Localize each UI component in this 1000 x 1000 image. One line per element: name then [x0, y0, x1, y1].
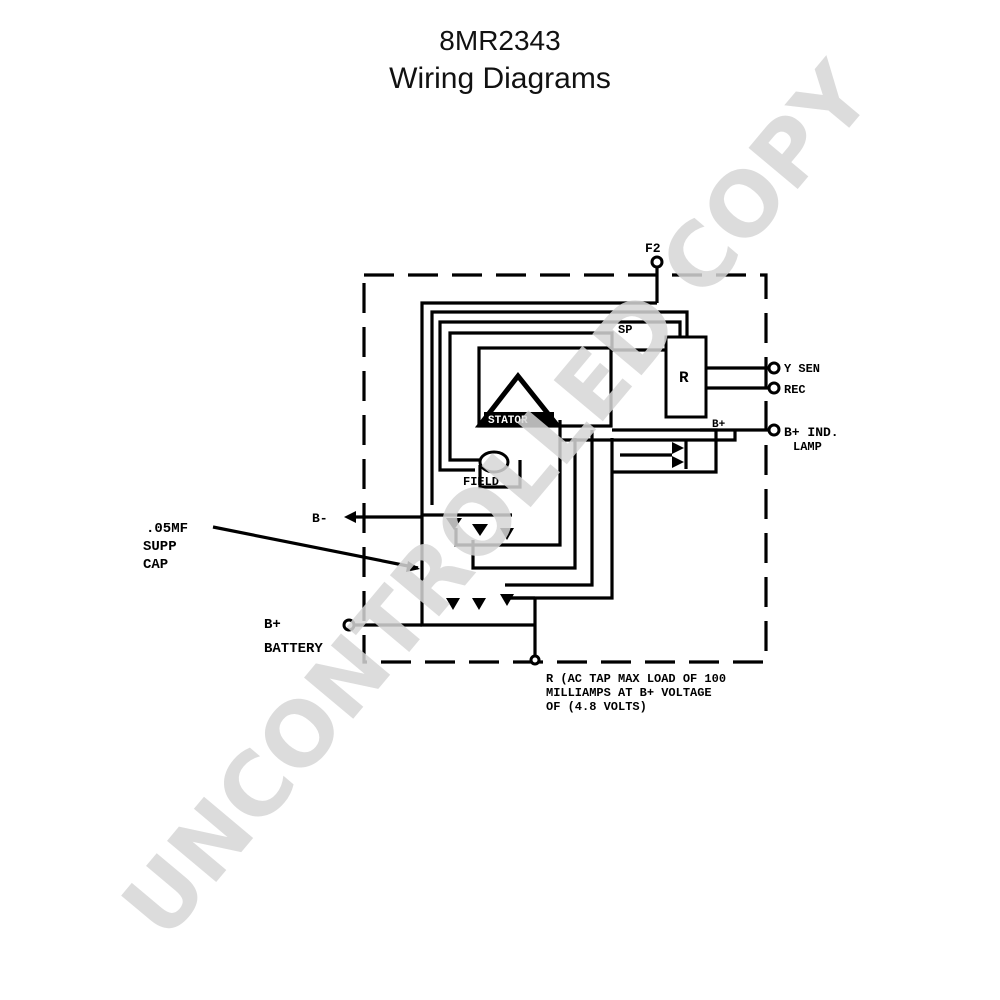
b-plus-battery-label-1: B+: [264, 617, 281, 633]
title-block: 8MR2343 Wiring Diagrams: [0, 22, 1000, 98]
ac-tap-note-3: OF (4.8 VOLTS): [546, 700, 647, 714]
page-subtitle: Wiring Diagrams: [389, 62, 611, 95]
b-plus-small-label: B+: [712, 419, 726, 431]
sp-label: SP: [618, 323, 632, 337]
b-plus-ind-label: B+ IND.: [784, 425, 839, 440]
supp-cap-leader: [212, 525, 419, 570]
lamp-label: LAMP: [793, 440, 822, 454]
b-plus-lamp-terminal: [767, 423, 781, 437]
b-plus-lamp-bus: [560, 430, 737, 442]
diode-trio-2: [672, 456, 684, 468]
ac-tap-terminal: [529, 654, 541, 666]
rectifier-diode-5: [472, 598, 486, 610]
rectifier-diode-4: [446, 598, 460, 610]
b-plus-battery-label-2: BATTERY: [264, 641, 323, 657]
rectifier-diode-6: [500, 594, 514, 606]
uncontrolled-copy-watermark: UNCONTROLLED COPY: [102, 43, 892, 956]
rectifier-diode-3: [500, 528, 514, 540]
y-sen-label: Y SEN: [784, 362, 820, 376]
alternator-housing: [362, 273, 768, 664]
phase-wire-4: [510, 438, 614, 600]
loop-4: [448, 331, 666, 462]
supp-cap-label-1: .05MF: [146, 521, 188, 537]
y-sen-terminal: [767, 361, 781, 375]
rec-label: REC: [784, 383, 806, 397]
stator-label: STATOR: [488, 415, 528, 427]
ac-tap-note-1: R (AC TAP MAX LOAD OF 100: [546, 672, 726, 686]
f2-label: F2: [645, 241, 661, 256]
rectifier-diode-1: [446, 518, 462, 530]
diode-trio-1: [672, 442, 684, 454]
ac-tap-note-2: MILLIAMPS AT B+ VOLTAGE: [546, 686, 712, 700]
phase-wire-1: [454, 420, 562, 547]
phase-wire-2: [471, 438, 577, 570]
supp-cap-label-3: CAP: [143, 557, 168, 573]
regulator-label: R: [679, 369, 689, 387]
phase-wire-3: [505, 430, 594, 587]
loop-2: [430, 310, 689, 505]
supp-cap-label-2: SUPP: [143, 539, 177, 555]
regulator-box: [664, 335, 708, 419]
rec-terminal: [767, 381, 781, 395]
diode-trio-bus: [612, 428, 718, 474]
field-wire: [478, 460, 522, 489]
rectifier-diode-2: [472, 524, 488, 536]
field-label: FIELD: [463, 475, 499, 489]
outer-field-loop: [420, 301, 657, 517]
supp-cap-arrowhead: [406, 561, 420, 572]
b-minus-label: B-: [312, 511, 328, 526]
page-title: 8MR2343: [439, 25, 561, 56]
b-minus-terminal: [344, 511, 356, 523]
loop-3: [438, 320, 682, 472]
field-coil: [478, 450, 510, 474]
stator-label-bg: [484, 412, 554, 425]
